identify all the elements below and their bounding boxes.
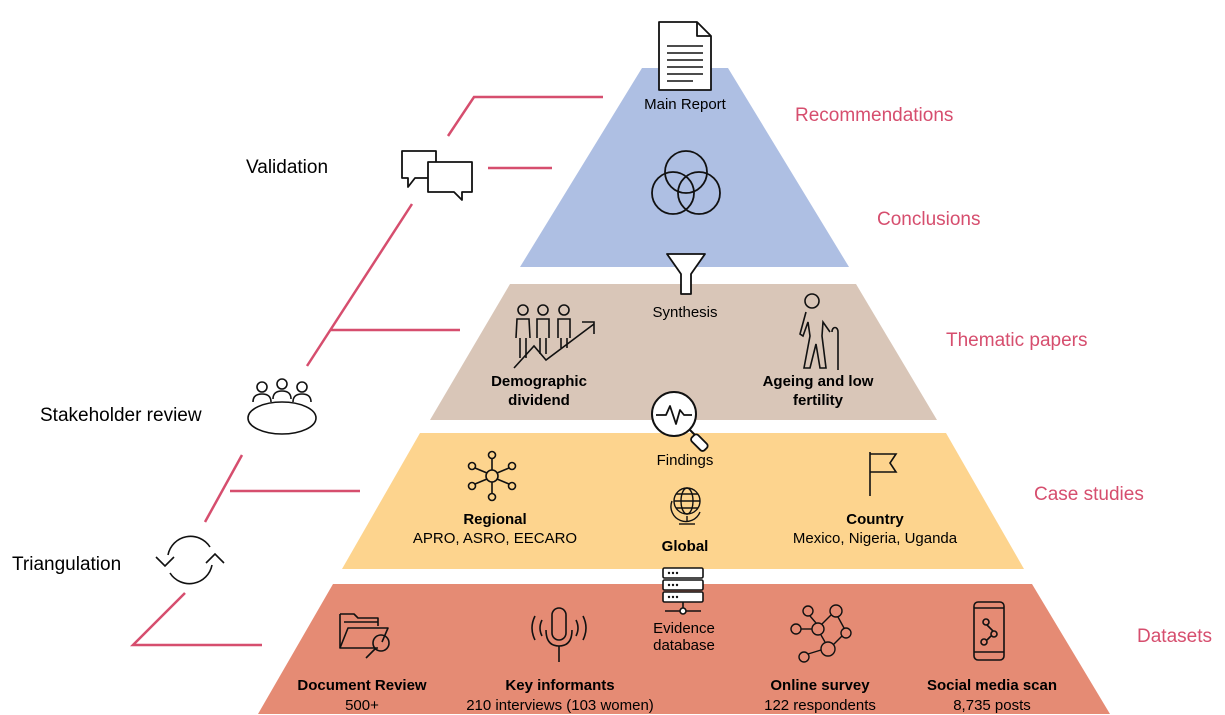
stakeholder-review-label: Stakeholder review xyxy=(40,405,202,426)
evidence-database-caption: Evidence database xyxy=(653,620,715,654)
level-case-studies: Case studies xyxy=(1034,484,1144,505)
globe-icon xyxy=(670,487,701,525)
social-media-scan-value: 8,735 posts xyxy=(953,697,1031,714)
server-database-icon xyxy=(662,567,704,615)
level-conclusions: Conclusions xyxy=(877,209,981,230)
stakeholder-meeting-icon xyxy=(247,378,317,435)
synthesis-caption: Synthesis xyxy=(652,304,718,321)
smartphone-icon xyxy=(973,601,1005,661)
level-thematic-papers: Thematic papers xyxy=(946,330,1088,351)
country-detail: Mexico, Nigeria, Uganda xyxy=(792,530,958,547)
funnel-icon xyxy=(666,253,706,295)
chat-bubbles-icon xyxy=(401,150,473,201)
document-review-title: Document Review xyxy=(297,677,427,694)
flag-icon xyxy=(869,452,898,496)
cycle-arrows-icon xyxy=(155,535,225,585)
connector-lines xyxy=(129,95,603,647)
online-survey-title: Online survey xyxy=(770,677,870,694)
key-informants-title: Key informants xyxy=(505,677,615,694)
document-icon xyxy=(658,21,712,91)
tier-datasets xyxy=(258,584,1110,714)
level-recommendations: Recommendations xyxy=(795,105,954,126)
tier-recommendations-conclusions xyxy=(520,68,849,267)
people-network-icon xyxy=(790,604,852,663)
folder-search-icon xyxy=(339,613,390,659)
key-informants-value: 210 interviews (103 women) xyxy=(466,697,654,714)
validation-label: Validation xyxy=(246,157,329,178)
elderly-person-icon xyxy=(799,293,839,370)
regional-title: Regional xyxy=(463,511,527,528)
regional-detail: APRO, ASRO, EECARO xyxy=(412,530,578,547)
global-title: Global xyxy=(661,538,709,555)
demographic-dividend-title: Demographic dividend xyxy=(491,373,587,409)
social-media-scan-title: Social media scan xyxy=(926,677,1058,694)
online-survey-value: 122 respondents xyxy=(764,697,876,714)
network-hub-icon xyxy=(467,450,517,502)
magnifier-chart-icon xyxy=(651,391,709,452)
level-datasets: Datasets xyxy=(1137,626,1212,647)
findings-caption: Findings xyxy=(656,452,714,469)
tier-thematic-papers xyxy=(430,284,937,420)
main-report-caption: Main Report xyxy=(644,96,726,113)
ageing-low-fertility-title: Ageing and low fertility xyxy=(762,373,874,409)
venn-diagram-icon xyxy=(651,150,721,215)
country-title: Country xyxy=(846,511,904,528)
triangulation-label: Triangulation xyxy=(12,554,122,575)
people-growth-icon xyxy=(513,304,595,369)
document-review-value: 500+ xyxy=(345,697,379,714)
microphone-icon xyxy=(531,607,587,662)
